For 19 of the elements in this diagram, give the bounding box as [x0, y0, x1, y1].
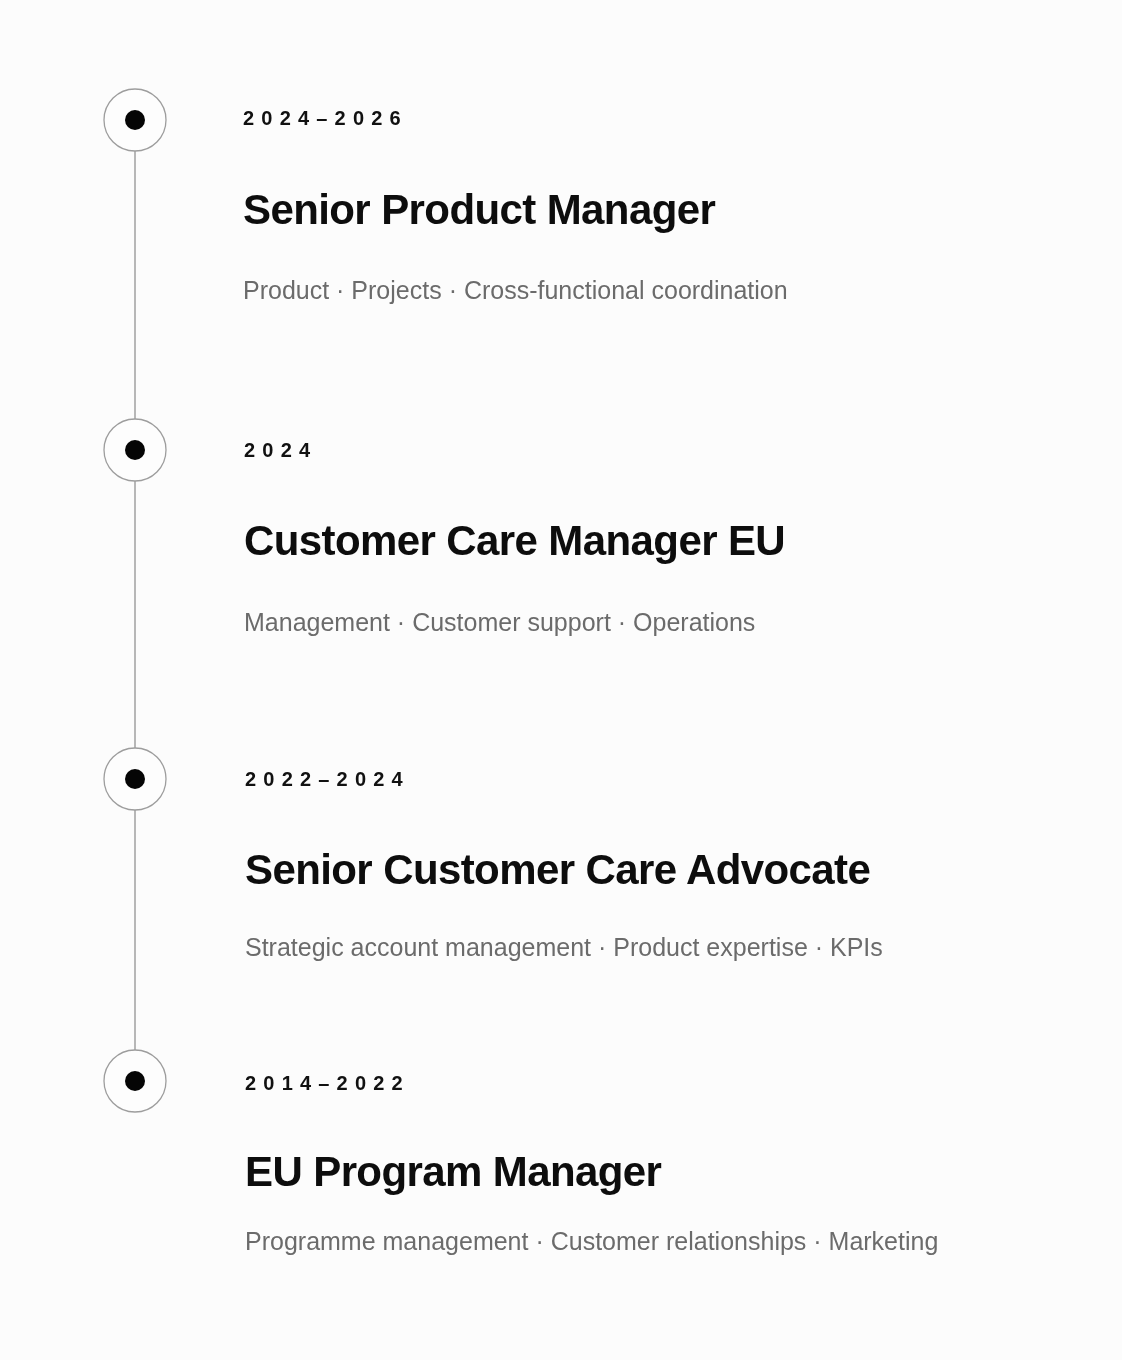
skills-list: Programme management · Customer relationships · Marketing	[245, 1225, 939, 1257]
job-title: Customer Care Manager EU	[244, 516, 786, 566]
skills-list: Product · Projects · Cross-functional coordination	[243, 274, 788, 306]
date-range: 2024	[244, 438, 318, 462]
timeline-connector	[134, 480, 136, 749]
date-range: 2024–2026	[243, 106, 408, 130]
skills-list: Management · Customer support · Operations	[244, 606, 756, 638]
timeline-marker	[103, 418, 167, 482]
skills-list: Strategic account management · Product expertise · KPIs	[245, 931, 883, 963]
timeline-connector	[134, 150, 136, 420]
date-range: 2014–2022	[245, 1071, 410, 1095]
date-range: 2022–2024	[245, 767, 410, 791]
timeline-marker	[103, 88, 167, 152]
timeline-marker	[103, 747, 167, 811]
timeline-marker	[103, 1049, 167, 1113]
job-title: Senior Product Manager	[243, 185, 716, 235]
job-title: EU Program Manager	[245, 1147, 662, 1197]
timeline-connector	[134, 809, 136, 1051]
job-title: Senior Customer Care Advocate	[245, 845, 871, 895]
